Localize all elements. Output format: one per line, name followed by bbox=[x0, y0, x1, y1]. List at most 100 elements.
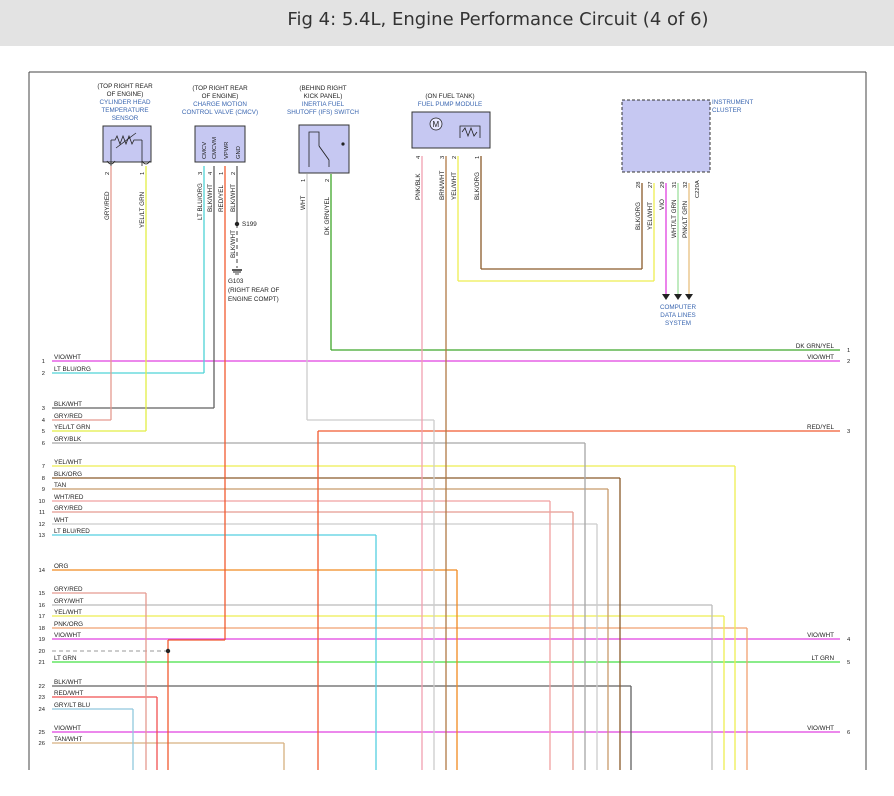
cmcv-pin-label-vpwr: VPWR bbox=[224, 142, 230, 159]
bus-right-label-6: VIO/WHT bbox=[807, 725, 834, 732]
cmcv-pin-num-1: 1 bbox=[219, 172, 225, 175]
ground-location-1: (RIGHT REAR OF bbox=[228, 287, 279, 294]
bus-left-num-7: 7 bbox=[42, 464, 45, 470]
cht-location-2: OF ENGINE) bbox=[107, 91, 144, 98]
ic-name-2: CLUSTER bbox=[712, 107, 742, 114]
bus-right-num-4: 4 bbox=[847, 637, 851, 643]
cht-location-1: (TOP RIGHT REAR bbox=[97, 83, 153, 90]
cmcv-pin-num-2: 2 bbox=[231, 172, 237, 175]
fpm-pin-num-1: 1 bbox=[475, 156, 481, 159]
bus-left-label-21: LT GRN bbox=[54, 655, 77, 662]
vlabel-fpm-brn-wht: BRN/WHT bbox=[439, 170, 446, 200]
bus-left-label-10: WHT/RED bbox=[54, 494, 84, 501]
ifs-switch bbox=[298, 124, 350, 174]
ic-pin-num-28: 28 bbox=[636, 182, 642, 188]
ic-pin-num-29: 29 bbox=[660, 182, 666, 188]
cht-name-1: CYLINDER HEAD bbox=[99, 99, 151, 106]
bus-left-num-14: 14 bbox=[39, 568, 46, 574]
bus-right-label-1: DK GRN/YEL bbox=[796, 343, 835, 350]
cht-sensor-box bbox=[102, 125, 152, 163]
bus-left-num-16: 16 bbox=[39, 603, 45, 609]
bus-right-num-1: 1 bbox=[847, 348, 850, 354]
cht-pin-num-1: 1 bbox=[140, 172, 146, 175]
bus-left-num-11: 11 bbox=[39, 510, 45, 516]
connector-label: C220A bbox=[695, 180, 701, 198]
bus-right-num-5: 5 bbox=[847, 660, 850, 666]
bus-left-label-16: GRY/WHT bbox=[54, 598, 84, 605]
ifs-name-2: SHUTOFF (IFS) SWITCH bbox=[287, 109, 359, 116]
ifs-pin-num-1: 1 bbox=[301, 179, 307, 182]
bus-left-label-8: BLK/ORG bbox=[54, 471, 82, 478]
bus-left-label-14: ORG bbox=[54, 563, 68, 570]
bus-left-num-10: 10 bbox=[39, 499, 45, 505]
bus-left-num-9: 9 bbox=[42, 487, 45, 493]
splice-pin20 bbox=[165, 648, 171, 654]
cmcv-pin-label-cmcv: CMCV bbox=[202, 142, 208, 159]
cdl-label-2: DATA LINES bbox=[660, 312, 695, 319]
ground-g103 bbox=[232, 269, 242, 275]
cht-pin-num-2: 2 bbox=[105, 172, 111, 175]
ground-name: G103 bbox=[228, 278, 244, 285]
vlabel-cmcv-blk-wht-2: BLK/WHT bbox=[230, 184, 237, 212]
vlabel-cht-yel-lt-grn: YEL/LT GRN bbox=[139, 191, 146, 228]
bus-left-label-17: YEL/WHT bbox=[54, 609, 82, 616]
vlabel-fpm-pnk-blk: PNK/BLK bbox=[415, 173, 422, 200]
fpm-pin-num-2: 2 bbox=[452, 156, 458, 159]
cmcv-pin-labels: CMCV CMCVM VPWR GND bbox=[202, 137, 242, 159]
bus-left-label-23: RED/WHT bbox=[54, 690, 84, 697]
fpm-name: FUEL PUMP MODULE bbox=[418, 101, 482, 108]
bus-left-label-6: GRY/BLK bbox=[54, 436, 82, 443]
cmcv-pin-num-3: 3 bbox=[198, 172, 204, 175]
cmcv-location-1: (TOP RIGHT REAR bbox=[192, 85, 248, 92]
cht-name-2: TEMPERATURE bbox=[101, 107, 148, 114]
bus-left-num-17: 17 bbox=[39, 614, 45, 620]
bus-left-label-22: BLK/WHT bbox=[54, 679, 82, 686]
thermistor-symbol bbox=[111, 134, 142, 146]
bus-left-num-18: 18 bbox=[39, 626, 45, 632]
bus-left-num-2: 2 bbox=[42, 371, 45, 377]
bus-left-label-3: BLK/WHT bbox=[54, 401, 82, 408]
vlabel-cmcv-blk-wht-3: BLK/WHT bbox=[230, 230, 237, 258]
fpm-box bbox=[411, 111, 491, 149]
bus-left-num-15: 15 bbox=[39, 591, 45, 597]
fpm-location: (ON FUEL TANK) bbox=[425, 93, 474, 100]
bus-left-num-22: 22 bbox=[39, 684, 45, 690]
bus-left-num-5: 5 bbox=[42, 429, 45, 435]
bus-left-num-20: 20 bbox=[39, 649, 45, 655]
ic-box bbox=[621, 99, 711, 173]
bus-left-num-8: 8 bbox=[42, 476, 45, 482]
bus-left-label-1: VIO/WHT bbox=[54, 354, 81, 361]
vlabel-ic-wht-lt-grn: WHT/LT GRN bbox=[671, 199, 678, 238]
bus-left-label-13: LT BLU/RED bbox=[54, 528, 90, 535]
bus-left-num-26: 26 bbox=[39, 741, 45, 747]
vlabel-fpm-blk-org: BLK/ORG bbox=[474, 172, 481, 200]
vertical-wire-labels: GRY/RED YEL/LT GRN LT BLU/ORG BLK/WHT RE… bbox=[104, 170, 689, 258]
fpm-pin-num-3: 3 bbox=[440, 156, 446, 159]
ifs-blade bbox=[318, 145, 330, 161]
vlabel-ic-vio: VIO bbox=[659, 199, 666, 210]
ifs-pin-num-2: 2 bbox=[325, 179, 331, 182]
vlabel-cmcv-blk-wht: BLK/WHT bbox=[207, 184, 214, 212]
bus-left-label-25: VIO/WHT bbox=[54, 725, 81, 732]
cht-pin-2 bbox=[141, 160, 151, 165]
ic-pin-num-32: 32 bbox=[683, 182, 689, 188]
cht-sensor bbox=[102, 125, 152, 166]
bus-left-num-6: 6 bbox=[42, 441, 45, 447]
cmcv-name-1: CHARGE MOTION bbox=[193, 101, 247, 108]
bus-left-label-18: PNK/ORG bbox=[54, 621, 83, 628]
fpm-sender bbox=[459, 125, 481, 138]
bus-left-num-12: 12 bbox=[39, 522, 45, 528]
bus-left-num-19: 19 bbox=[39, 637, 45, 643]
bus-right-label-3: RED/YEL bbox=[807, 424, 834, 431]
bus-left-label-7: YEL/WHT bbox=[54, 459, 82, 466]
vlabel-ifs-wht: WHT bbox=[300, 196, 307, 210]
fpm-pin-num-4: 4 bbox=[416, 155, 422, 159]
bus-right-label-2: VIO/WHT bbox=[807, 354, 834, 361]
bus-left-num-13: 13 bbox=[39, 533, 45, 539]
ifs-dot bbox=[341, 142, 345, 146]
instrument-cluster bbox=[621, 99, 711, 173]
bus-left-label-4: GRY/RED bbox=[54, 413, 83, 420]
splice-label: S199 bbox=[242, 221, 257, 228]
vlabel-cmcv-red-yel: RED/YEL bbox=[218, 185, 225, 212]
